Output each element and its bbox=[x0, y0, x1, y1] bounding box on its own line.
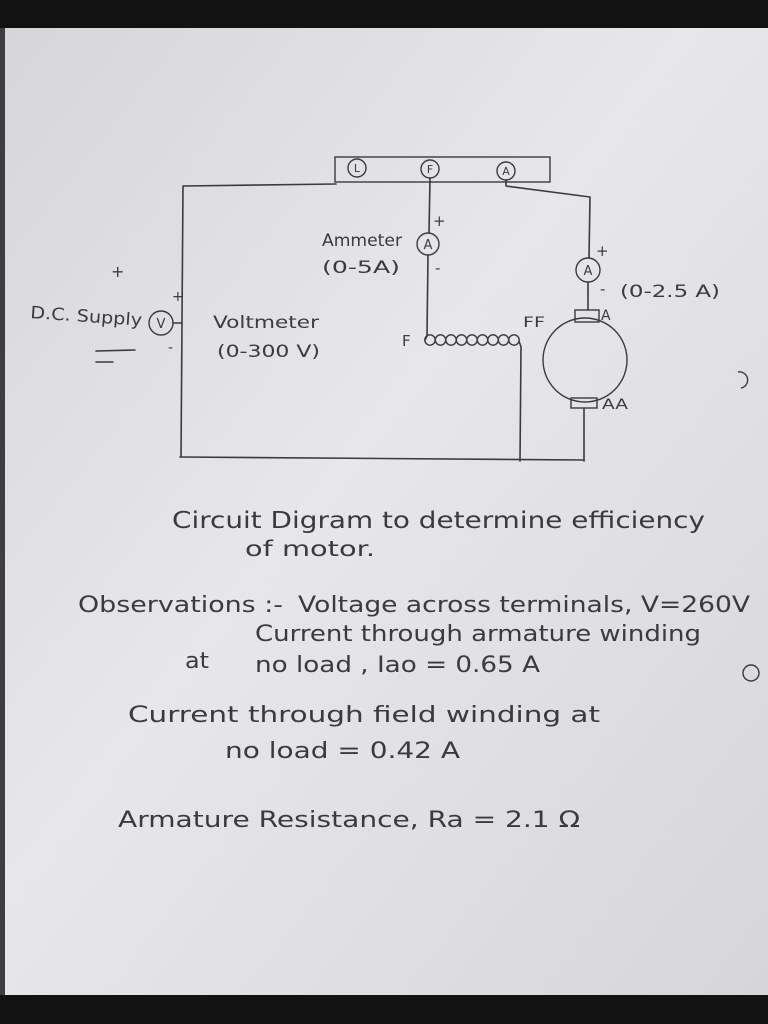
circuit-diagram: L F A A + - Ammeter (0-5A) F bbox=[30, 156, 720, 462]
observation-armature-current-line-1: Current through armature winding bbox=[255, 622, 701, 647]
motor-bottom-brush-label: AA bbox=[602, 397, 629, 413]
wire-field-coil-return bbox=[518, 340, 522, 462]
field-winding: F FF bbox=[402, 315, 545, 350]
observations: Observations :- Voltage across terminals… bbox=[78, 593, 750, 833]
field-ammeter-plus: + bbox=[433, 212, 446, 230]
motor-top-brush-label: A bbox=[601, 308, 611, 324]
observations-heading: Observations :- bbox=[78, 593, 283, 618]
voltmeter: V + - Voltmeter (0-300 V) bbox=[148, 289, 320, 362]
field-coil-turn bbox=[508, 334, 520, 346]
wire-armature-terminal bbox=[505, 179, 591, 259]
field-ammeter-minus: - bbox=[435, 259, 440, 277]
dc-motor: A AA bbox=[542, 308, 629, 413]
caption-line-1: Circuit Digram to determine efficiency bbox=[172, 508, 705, 534]
wire-line-left bbox=[180, 183, 337, 458]
motor-armature-circle bbox=[542, 317, 628, 403]
armature-ammeter-circle bbox=[575, 257, 601, 283]
diagram-caption: Circuit Digram to determine efficiency o… bbox=[172, 508, 705, 561]
observation-armature-current-prefix: at bbox=[185, 649, 209, 674]
paper-ring-hole-mark bbox=[742, 664, 760, 682]
supply-plus-sign: + bbox=[111, 262, 124, 281]
observation-armature-resistance: Armature Resistance, Ra = 2.1 Ω bbox=[118, 808, 580, 833]
motor-bottom-brush bbox=[570, 397, 598, 409]
field-ammeter-circle bbox=[416, 232, 440, 256]
field-ammeter-symbol: A bbox=[424, 238, 433, 253]
observation-field-current-line-1: Current through field winding at bbox=[128, 703, 600, 728]
observation-armature-current-line-2: no load , Iao = 0.65 A bbox=[255, 653, 540, 678]
wire-field-terminal bbox=[428, 177, 431, 234]
field-winding-end-label: FF bbox=[523, 315, 545, 331]
wire-bottom-return bbox=[179, 456, 585, 461]
supply-minus-mark bbox=[95, 349, 136, 352]
paper-left-edge-shadow bbox=[0, 28, 5, 995]
armature-ammeter-plus: + bbox=[596, 242, 609, 260]
voltmeter-symbol: V bbox=[157, 317, 166, 332]
observation-terminal-voltage: Voltage across terminals, V=260V bbox=[298, 593, 750, 618]
voltmeter-plus: + bbox=[172, 289, 184, 305]
caption-line-2: of motor. bbox=[245, 537, 375, 561]
voltmeter-range: (0-300 V) bbox=[217, 342, 320, 362]
terminal-board bbox=[334, 156, 551, 183]
terminal-f-label: F bbox=[427, 163, 433, 176]
paper-sheet bbox=[0, 28, 768, 995]
field-winding-start-label: F bbox=[402, 332, 411, 350]
motor-top-brush bbox=[574, 309, 600, 323]
field-ammeter-range: (0-5A) bbox=[322, 258, 400, 278]
field-ammeter-label: Ammeter bbox=[322, 231, 402, 251]
armature-ammeter-symbol: A bbox=[584, 264, 593, 279]
terminal-l-label: L bbox=[354, 162, 361, 175]
voltmeter-minus: - bbox=[168, 340, 173, 356]
armature-ammeter: A + - (0-2.5 A) bbox=[575, 242, 720, 302]
observation-field-current-line-2: no load = 0.42 A bbox=[225, 739, 460, 764]
voltmeter-label: Voltmeter bbox=[213, 313, 319, 333]
armature-ammeter-minus: - bbox=[600, 280, 605, 298]
paper-ring-hole-mark bbox=[737, 371, 749, 389]
field-ammeter: A + - Ammeter (0-5A) bbox=[322, 212, 446, 278]
armature-ammeter-range: (0-2.5 A) bbox=[620, 282, 720, 302]
terminal-a-label: A bbox=[502, 165, 510, 178]
terminal-l-circle bbox=[347, 158, 367, 178]
